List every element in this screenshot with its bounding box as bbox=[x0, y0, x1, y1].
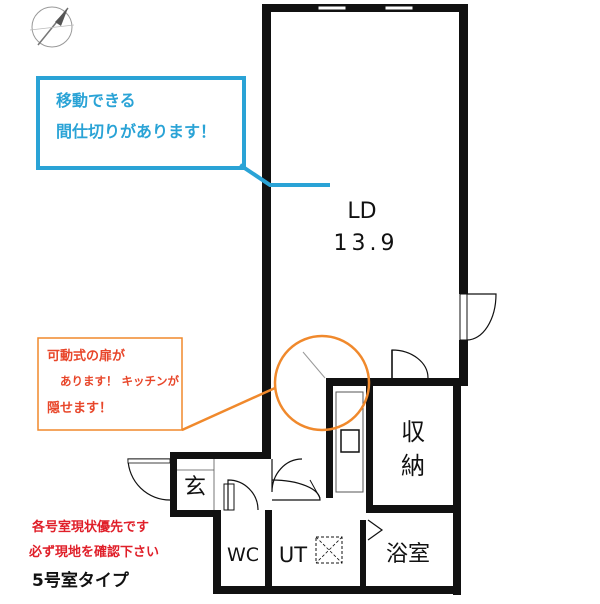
exterior-walls bbox=[170, 4, 468, 595]
entrance-label: 玄 bbox=[184, 475, 206, 500]
storage-label-line1: 収 bbox=[401, 418, 425, 446]
washing-machine-icon bbox=[315, 536, 343, 564]
kitchen-counter bbox=[335, 391, 364, 493]
entrance-door bbox=[127, 458, 171, 501]
ld-room-size: 13.9 bbox=[334, 231, 399, 256]
inner-entrance-door bbox=[271, 458, 303, 493]
utility-label: UT bbox=[279, 543, 307, 567]
storage-label-line2: 納 bbox=[401, 452, 425, 480]
notice-line1: 各号室現状優先です bbox=[31, 519, 149, 535]
movable-door bbox=[273, 334, 371, 432]
top-windows bbox=[317, 5, 414, 11]
movable-door-callout-line3: 隠せます！ bbox=[47, 400, 112, 416]
type-label: 5号室タイプ bbox=[32, 570, 130, 591]
movable-door-callout-line2: あります！ キッチンが bbox=[60, 374, 180, 388]
bath-door bbox=[367, 519, 384, 541]
notice-line2: 必ず現地を確認下さい bbox=[28, 544, 159, 560]
partition-callout-line1: 移動できる bbox=[56, 91, 136, 110]
compass-north-icon bbox=[29, 6, 75, 48]
toilet-door bbox=[223, 479, 259, 511]
bath-label: 浴室 bbox=[386, 542, 430, 567]
movable-door-callout-line1: 可動式の扉が bbox=[47, 348, 125, 364]
storage-door bbox=[391, 349, 429, 379]
partition-callout: 移動できる 間仕切りがあります！ bbox=[36, 76, 330, 187]
ld-room-label: LD bbox=[347, 199, 376, 224]
toilet-label: WC bbox=[227, 544, 259, 566]
utility-door bbox=[271, 479, 321, 501]
partition-callout-line2: 間仕切りがあります！ bbox=[56, 122, 216, 141]
entrance-step bbox=[177, 459, 215, 510]
movable-door-callout: 可動式の扉が あります！ キッチンが 隠せます！ bbox=[37, 337, 276, 432]
balcony-door bbox=[459, 293, 497, 341]
